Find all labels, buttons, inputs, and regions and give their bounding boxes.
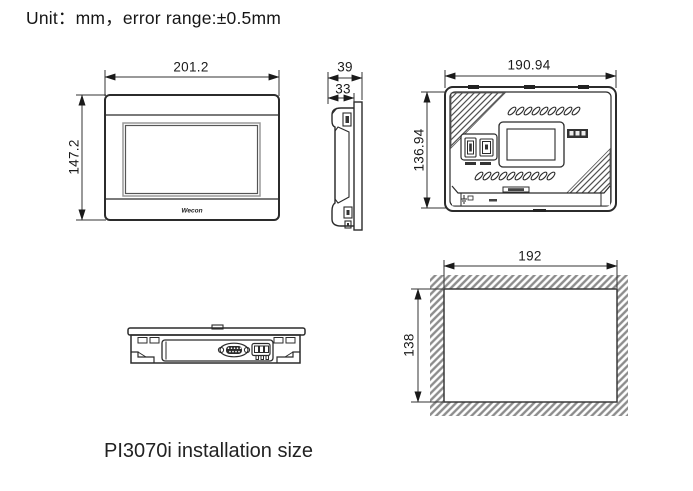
db9-serial-connector bbox=[217, 342, 251, 358]
drawing-caption: PI3070i installation size bbox=[104, 440, 314, 462]
cutout-opening bbox=[443, 288, 618, 403]
dip-switch-badge bbox=[567, 129, 588, 138]
front-dimension-lines bbox=[76, 70, 280, 221]
bottom-view-drawing bbox=[127, 324, 306, 364]
connector-tray bbox=[161, 339, 274, 362]
ground-icon bbox=[461, 195, 474, 204]
mount-tab bbox=[578, 85, 589, 89]
vent bbox=[149, 337, 160, 344]
vent bbox=[285, 337, 296, 344]
side-dimension-lines bbox=[327, 72, 363, 108]
usb-a-port bbox=[464, 137, 477, 158]
unit-note: Unit：mm，error range:±0.5mm bbox=[26, 8, 281, 28]
usb-port-label bbox=[465, 162, 476, 165]
dim-side-depth-body: 33 bbox=[335, 81, 351, 97]
usb-port-label bbox=[480, 162, 491, 165]
usb-port-group bbox=[460, 133, 498, 165]
front-screen bbox=[122, 122, 261, 197]
power-terminal bbox=[251, 342, 271, 360]
back-dimension-lines bbox=[421, 70, 617, 209]
dim-front-height: 147.2 bbox=[66, 139, 82, 175]
mount-tab bbox=[533, 209, 546, 212]
brand-logo: Wecon bbox=[181, 208, 202, 215]
vent-slots-top bbox=[507, 106, 581, 116]
dim-back-height: 136.94 bbox=[411, 128, 427, 172]
cutout-view-drawing bbox=[430, 275, 628, 416]
vent bbox=[273, 337, 284, 344]
bottom-terminal-bay bbox=[451, 185, 611, 206]
vent-slots-bottom bbox=[474, 171, 556, 181]
dim-cutout-height: 138 bbox=[401, 333, 417, 357]
dim-side-depth-overall: 39 bbox=[337, 59, 353, 75]
mount-clip-feet bbox=[131, 351, 300, 363]
dim-back-width: 190.94 bbox=[507, 57, 551, 73]
vent bbox=[137, 337, 148, 344]
mount-tab bbox=[468, 85, 479, 89]
cutout-dimension-lines bbox=[411, 260, 618, 403]
mount-tab bbox=[524, 85, 535, 89]
side-view-drawing bbox=[331, 101, 363, 231]
nameplate bbox=[498, 121, 565, 168]
side-bezel bbox=[353, 101, 363, 231]
usb-b-port bbox=[479, 138, 494, 157]
back-view-drawing bbox=[444, 85, 617, 212]
dim-front-width: 201.2 bbox=[173, 59, 209, 75]
dim-cutout-width: 192 bbox=[518, 248, 542, 264]
front-view-drawing: Wecon bbox=[104, 94, 280, 221]
